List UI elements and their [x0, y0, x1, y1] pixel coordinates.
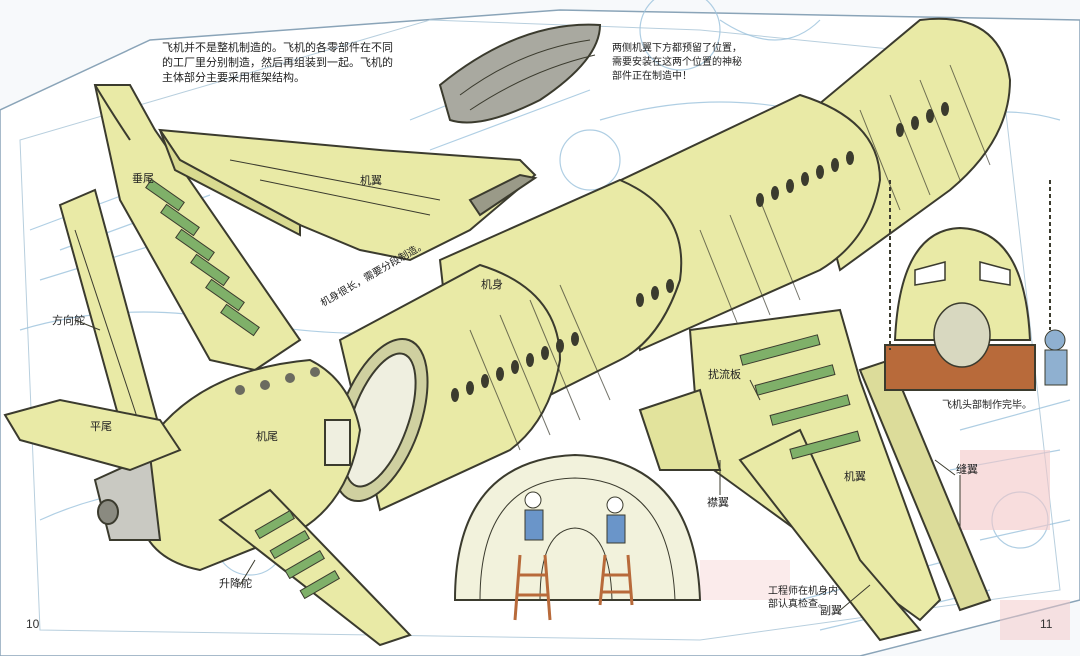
page-number-right: 11 — [1040, 617, 1053, 631]
label-rudder: 方向舵 — [52, 313, 85, 327]
label-tail-section: 机尾 — [256, 429, 278, 443]
label-horizontal-tail: 平尾 — [90, 420, 112, 433]
label-wing-right: 机翼 — [844, 469, 866, 483]
nose-section-finished — [884, 180, 1068, 391]
labels: 机翼 垂尾 方向舵 平尾 机尾 升降舵 机身 扰流板 襟翼 缝翼 机翼 副翼 — [52, 172, 978, 617]
label-wing-top: 机翼 — [360, 173, 382, 187]
hidden-part-top — [438, 23, 602, 124]
elevator — [218, 488, 412, 647]
page-number-left: 10 — [26, 617, 40, 631]
label-spoiler: 扰流板 — [708, 367, 741, 381]
note-hidden-part: 两侧机翼下方都预留了位置，需要安装在这两个位置的神秘部件正在制造中！ — [612, 43, 742, 82]
label-aileron: 副翼 — [820, 604, 842, 617]
tail-section — [93, 358, 362, 572]
right-wing — [638, 308, 992, 642]
fuselage — [331, 17, 1012, 512]
label-flap: 襟翼 — [707, 496, 729, 509]
interior-inspection — [453, 453, 702, 621]
note-nose-done: 飞机头部制作完毕。 — [942, 400, 1032, 411]
label-fuselage: 机身 — [481, 277, 503, 291]
leader-lines — [74, 319, 961, 613]
label-vertical-tail: 垂尾 — [132, 172, 154, 185]
vertical-tail — [93, 84, 302, 372]
label-slat: 缝翼 — [956, 462, 978, 476]
label-elevator: 升降舵 — [219, 576, 252, 590]
top-wing — [158, 128, 538, 262]
note-engineers: 工程师在机身内部认真检查。 — [768, 586, 838, 610]
intro-text: 飞机并不是整机制造的。飞机的各零部件在不同的工厂里分别制造，然后再组装到一起。飞… — [162, 41, 393, 84]
horizontal-tail — [3, 398, 182, 472]
